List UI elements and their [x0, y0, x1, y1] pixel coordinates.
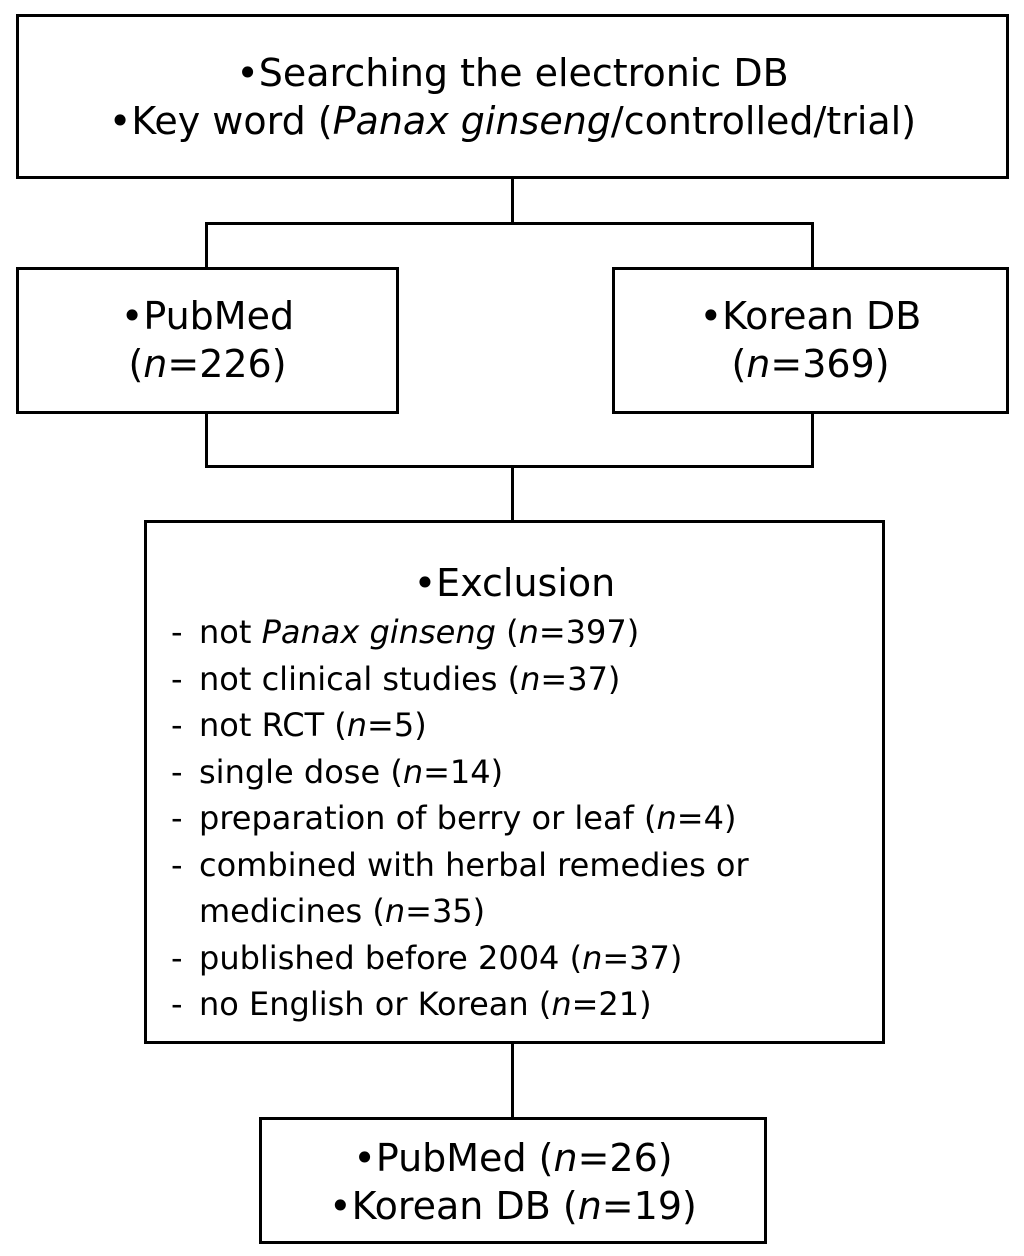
exclusion-dash: - [171, 659, 183, 698]
connector-merge-horizontal [205, 465, 814, 468]
keyword-italic: Panax ginseng [332, 99, 611, 143]
exclusion-item-count: =4) [676, 799, 737, 837]
connector-top-horizontal [205, 222, 814, 225]
result-pubmed-n: n [553, 1136, 578, 1180]
exclusion-item-n: n [656, 799, 677, 837]
exclusion-item-count: =14) [423, 752, 504, 791]
connector-exclusion-down [511, 1043, 514, 1118]
connector-to-pubmed [205, 222, 208, 268]
exclusion-dash: - [171, 985, 183, 1023]
korean-count-n: n [746, 342, 771, 386]
exclusion-item: - not RCT (n=5) [171, 702, 882, 749]
korean-count-open: ( [731, 342, 747, 386]
exclusion-item-text: not RCT ( [199, 706, 347, 744]
exclusion-item-text: no English or Korean ( [199, 985, 552, 1023]
result-pubmed-label: •PubMed ( [353, 1136, 554, 1180]
search-line-2: •Key word (Panax ginseng/controlled/tria… [19, 97, 1006, 145]
result-box: •PubMed (n=26) •Korean DB (n=19) [259, 1117, 767, 1244]
exclusion-item-n: n [402, 752, 424, 791]
keyword-suffix: /controlled/trial) [610, 99, 917, 143]
result-pubmed-count: =26) [577, 1136, 673, 1180]
exclusion-item-text: medicines ( [199, 892, 385, 930]
exclusion-item-text: ( [495, 613, 519, 651]
pubmed-count-value: =226) [167, 342, 287, 386]
keyword-prefix: •Key word ( [108, 99, 333, 143]
exclusion-item: - published before 2004 (n=37) [171, 935, 882, 982]
result-korean: •Korean DB (n=19) [262, 1182, 764, 1230]
exclusion-dash: - [171, 845, 183, 884]
search-box: •Searching the electronic DB •Key word (… [16, 14, 1009, 179]
pubmed-count-open: ( [128, 342, 144, 386]
connector-merge-down [511, 465, 514, 521]
pubmed-box: •PubMed (n=226) [16, 267, 399, 414]
connector-from-korean [811, 413, 814, 467]
exclusion-item-text: preparation of berry or leaf ( [199, 799, 657, 837]
exclusion-item-text: single dose ( [199, 752, 403, 791]
connector-from-pubmed [205, 413, 208, 467]
result-korean-count: =19) [601, 1184, 697, 1228]
exclusion-item: - combined with herbal remedies or medici… [171, 842, 882, 935]
exclusion-item-continuation: medicines (n=35) [199, 888, 749, 935]
exclusion-title: •Exclusion [413, 561, 616, 605]
pubmed-count-n: n [143, 342, 168, 386]
korean-label: •Korean DB [699, 294, 922, 338]
exclusion-item-text: not clinical studies ( [199, 659, 521, 698]
exclusion-dash: - [171, 799, 183, 837]
search-line-1: •Searching the electronic DB [236, 51, 789, 95]
exclusion-item-n: n [520, 659, 541, 698]
exclusion-item-text: not [199, 613, 262, 651]
exclusion-item-count: =37) [540, 659, 621, 698]
result-korean-label: •Korean DB ( [329, 1184, 578, 1228]
exclusion-item-count: =35) [405, 892, 486, 930]
exclusion-item-n: n [346, 706, 368, 744]
exclusion-item-count: =37) [602, 938, 683, 977]
exclusion-item: - preparation of berry or leaf (n=4) [171, 795, 882, 842]
exclusion-dash: - [171, 938, 183, 977]
result-korean-n: n [577, 1184, 602, 1228]
connector-search-down [511, 178, 514, 224]
result-pubmed: •PubMed (n=26) [262, 1134, 764, 1182]
korean-db-box: •Korean DB (n=369) [612, 267, 1009, 414]
exclusion-item: - no English or Korean (n=21) [171, 981, 882, 1028]
exclusion-dash: - [171, 613, 183, 651]
exclusion-item: - single dose (n=14) [171, 749, 882, 796]
exclusion-item-count: =5) [367, 706, 427, 744]
exclusion-item: - not clinical studies (n=37) [171, 656, 882, 703]
exclusion-dash: - [171, 706, 183, 744]
exclusion-item-count: =397) [538, 613, 640, 651]
exclusion-item-italic: Panax ginseng [261, 613, 496, 651]
pubmed-count: (n=226) [19, 340, 396, 388]
exclusion-item-count: =21) [571, 985, 652, 1023]
korean-count: (n=369) [615, 340, 1006, 388]
exclusion-box: •Exclusion - not Panax ginseng (n=397) -… [144, 520, 885, 1044]
exclusion-item-n: n [384, 892, 406, 930]
connector-to-korean [811, 222, 814, 268]
exclusion-item-text: combined with herbal remedies or [199, 845, 749, 884]
exclusion-item-text: published before 2004 ( [199, 938, 583, 977]
exclusion-item: - not Panax ginseng (n=397) [171, 609, 882, 656]
pubmed-label: •PubMed [120, 294, 295, 338]
exclusion-item-n: n [551, 985, 572, 1023]
exclusion-item-n: n [582, 938, 603, 977]
exclusion-dash: - [171, 752, 183, 791]
exclusion-item-n: n [518, 613, 539, 651]
korean-count-value: =369) [770, 342, 890, 386]
